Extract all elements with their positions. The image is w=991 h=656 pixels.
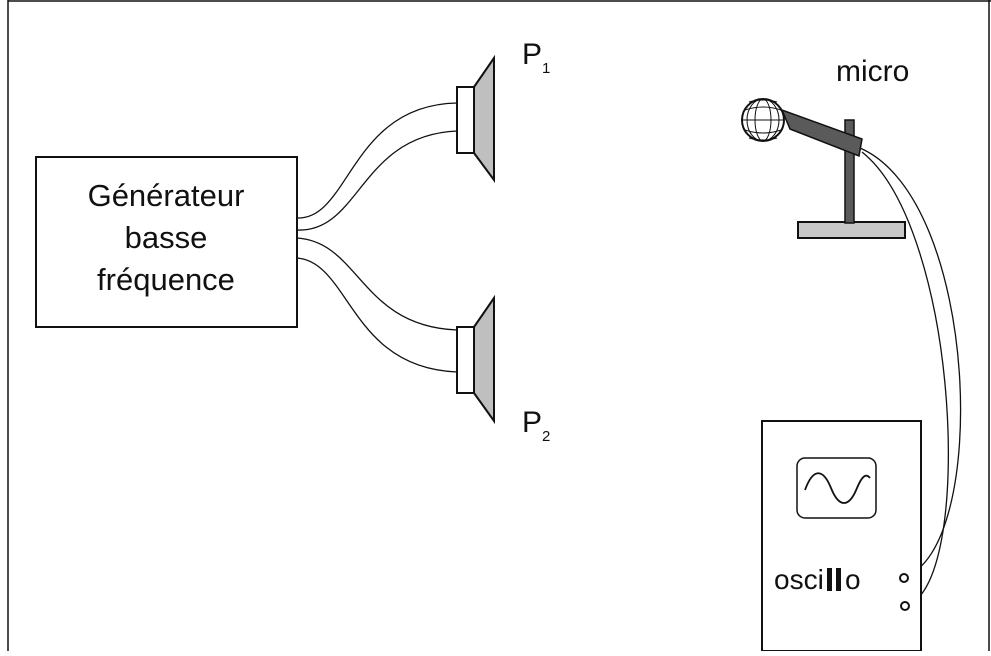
speaker-p1 <box>456 54 495 184</box>
microphone-handle <box>780 108 863 158</box>
microphone-grille <box>742 98 784 142</box>
micro-cable-b <box>861 151 950 607</box>
oscilloscope-label-suffix: o <box>845 564 861 595</box>
microphone-label: micro <box>836 55 909 88</box>
speaker-p2-label: P2 <box>522 406 550 445</box>
cable-p1-wire-a <box>296 102 458 219</box>
cable-p1-wire-b <box>296 130 458 231</box>
speaker-p1-label: P1 <box>522 38 550 77</box>
oscilloscope-input-terminal-1 <box>899 573 909 583</box>
cable-p2-wire-b <box>296 257 458 373</box>
generator-label-line3: fréquence <box>97 262 235 297</box>
generator-label-line2: basse <box>125 220 208 255</box>
microphone-stand <box>844 119 855 224</box>
generator-label-line1: Générateur <box>88 178 245 213</box>
speaker-p2 <box>456 294 495 425</box>
oscilloscope-label-bars <box>827 568 841 591</box>
oscilloscope-input-terminal-2 <box>900 601 910 611</box>
speaker-cables <box>296 102 458 373</box>
microphone <box>741 98 906 239</box>
oscilloscope-screen <box>796 457 877 519</box>
micro-cable-a <box>859 147 962 578</box>
cable-p2-wire-a <box>296 237 458 331</box>
speaker-p2-index: 2 <box>542 428 550 445</box>
oscilloscope: osci o <box>761 420 922 652</box>
speaker-p1-index: 1 <box>542 60 550 77</box>
oscilloscope-wave <box>804 472 871 504</box>
low-frequency-generator: Générateur basse fréquence <box>35 156 298 328</box>
oscilloscope-label-prefix: osci <box>774 564 824 595</box>
microphone-base <box>797 221 906 239</box>
speaker-p1-letter: P <box>522 38 542 71</box>
outer-frame <box>7 0 991 651</box>
speaker-p2-letter: P <box>522 406 542 439</box>
microphone-cables <box>859 147 962 607</box>
